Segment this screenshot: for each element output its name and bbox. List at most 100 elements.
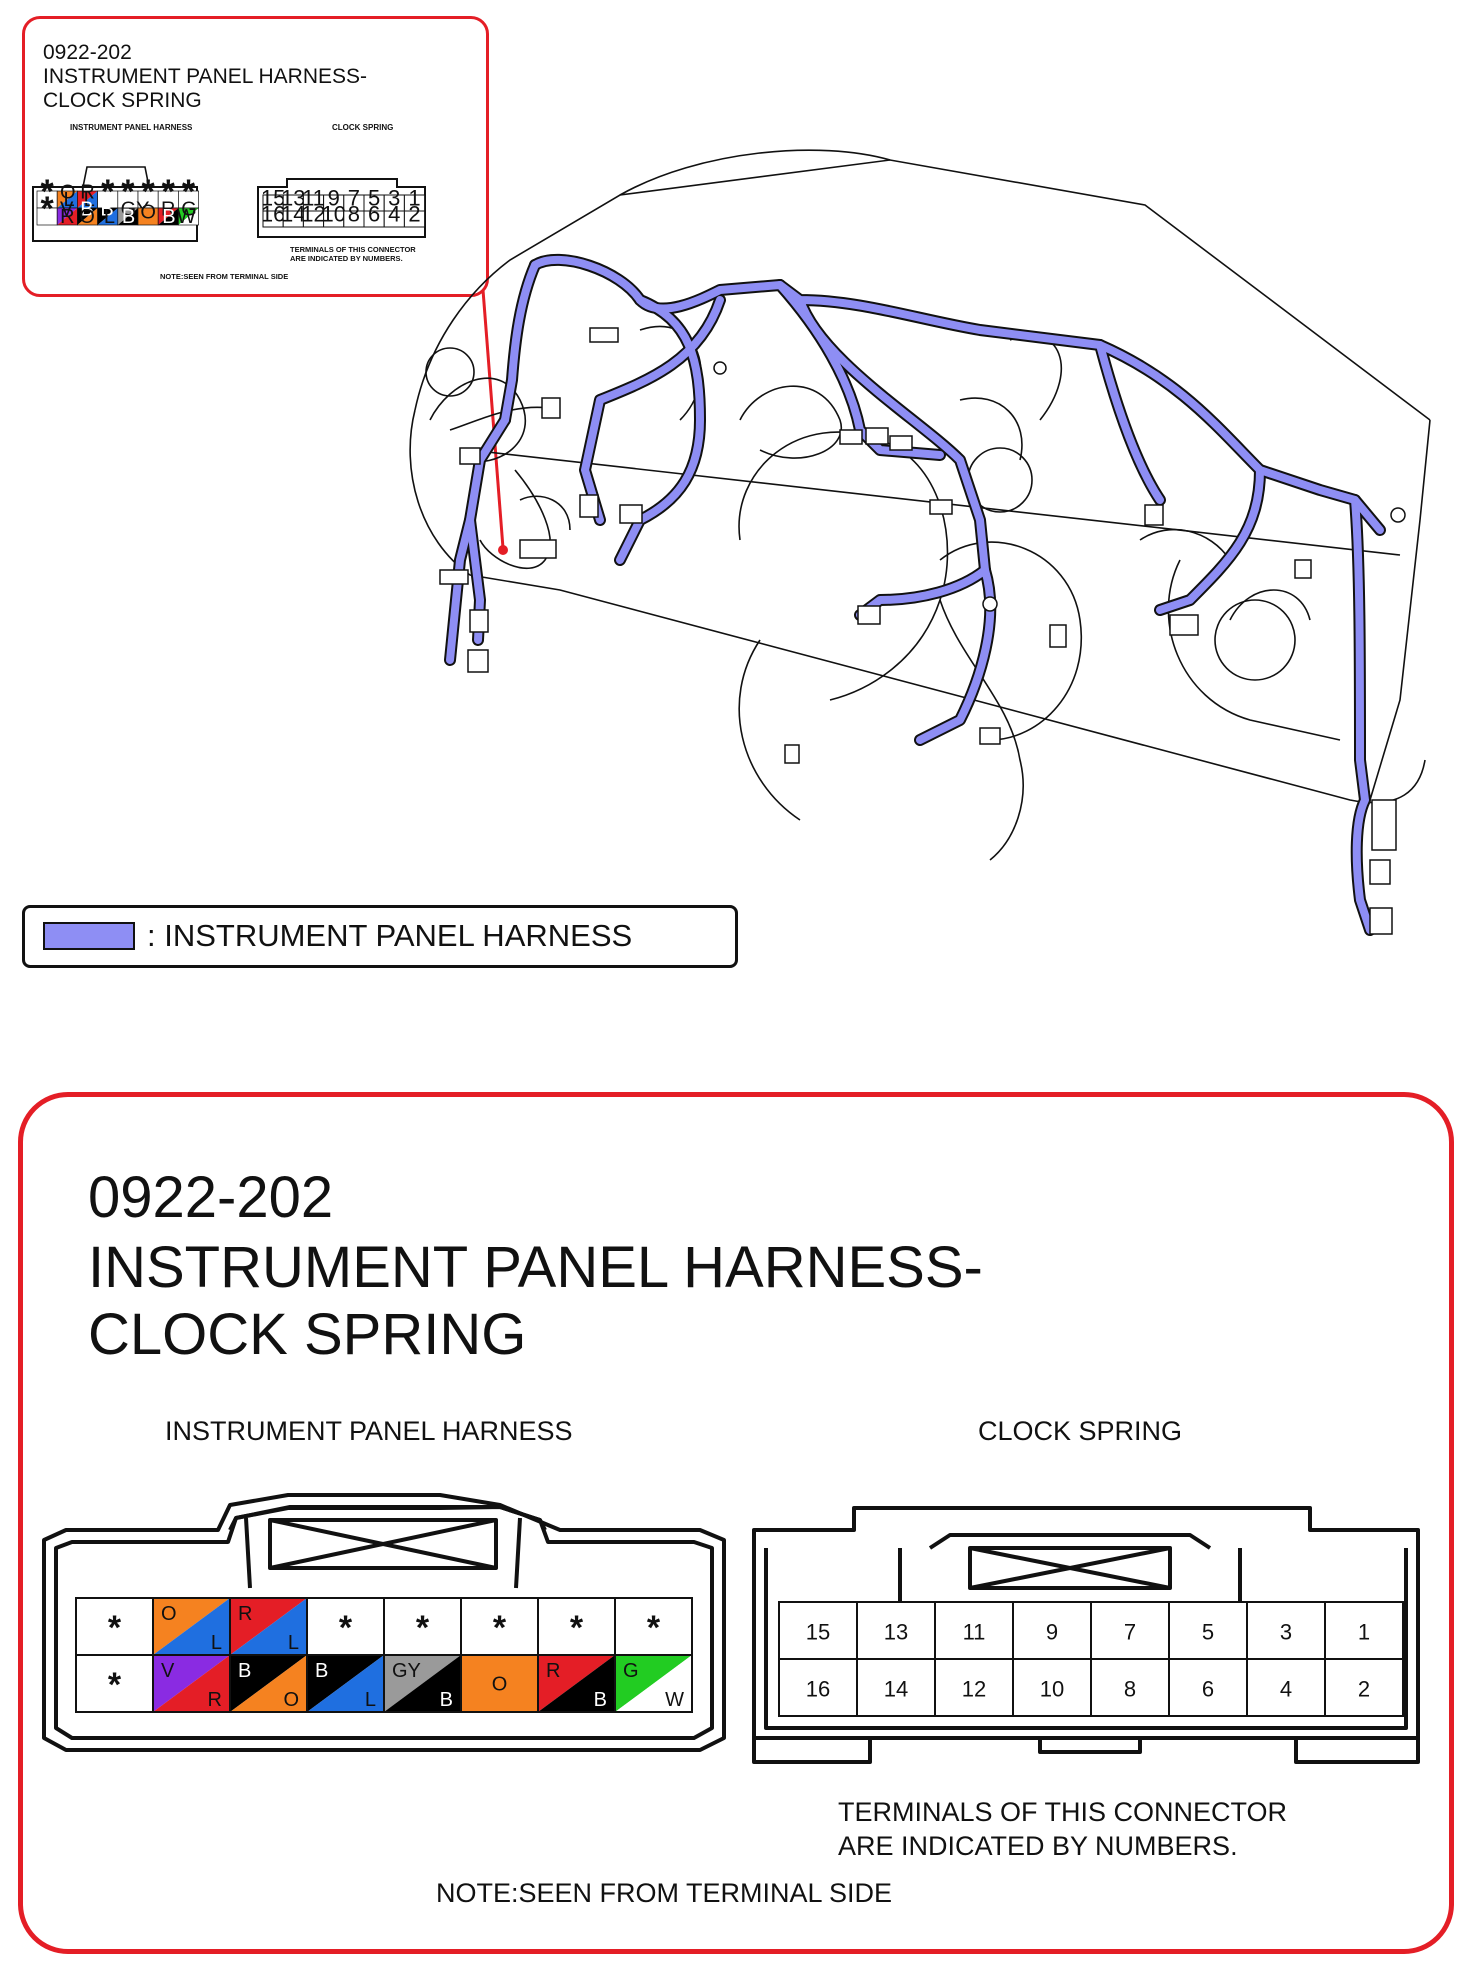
svg-text:*: * xyxy=(570,1609,584,1647)
clock-pin-6: 6 xyxy=(363,202,385,228)
harness-pin-r2-c8: GW xyxy=(177,199,199,228)
svg-text:O: O xyxy=(140,202,156,224)
svg-text:11: 11 xyxy=(963,1620,986,1645)
harness-pin-r2-c7: RB xyxy=(537,1654,616,1713)
svg-text:L: L xyxy=(84,189,95,211)
callout-seen-note: NOTE:SEEN FROM TERMINAL SIDE xyxy=(160,272,289,281)
svg-text:*: * xyxy=(493,1609,507,1647)
connector-blocks xyxy=(439,327,1406,935)
detail-terminals-note-1: TERMINALS OF THIS CONNECTOR xyxy=(838,1797,1288,1827)
svg-text:O: O xyxy=(283,1689,299,1711)
callout-terminals-note-1: TERMINALS OF THIS CONNECTOR xyxy=(290,245,416,254)
harness-pin-r1-c4: * xyxy=(306,1597,385,1656)
svg-text:G: G xyxy=(181,199,197,221)
svg-text:V: V xyxy=(161,1660,175,1682)
callout-terminals-note-2: ARE INDICATED BY NUMBERS. xyxy=(290,254,403,263)
svg-text:O: O xyxy=(60,182,76,204)
svg-text:B: B xyxy=(440,1689,453,1711)
clock-pin-6: 6 xyxy=(1168,1658,1248,1717)
clock-pin-15: 15 xyxy=(261,186,285,212)
svg-text:R: R xyxy=(546,1660,560,1682)
clock-pin-13: 13 xyxy=(856,1601,936,1660)
harness-pin-r2-c2: VR xyxy=(56,199,78,228)
svg-text:B: B xyxy=(315,1660,328,1682)
svg-text:5: 5 xyxy=(1202,1620,1214,1645)
harness-pin-r2-c4: BL xyxy=(306,1654,385,1713)
callout-title-line2: CLOCK SPRING xyxy=(43,89,202,112)
clock-pin-16: 16 xyxy=(261,202,285,228)
svg-text:2: 2 xyxy=(1358,1677,1370,1702)
harness-pin-r1-c2: OL xyxy=(56,182,78,211)
harness-pin-r1-c5: * xyxy=(117,173,139,211)
svg-text:*: * xyxy=(162,173,176,211)
svg-text:15: 15 xyxy=(261,186,285,211)
legend-box: : INSTRUMENT PANEL HARNESS xyxy=(22,905,738,968)
svg-text:V: V xyxy=(60,199,74,221)
harness-pin-r2-c8: GW xyxy=(614,1654,693,1713)
dash-outline xyxy=(409,149,1431,861)
svg-text:B: B xyxy=(162,206,175,228)
legend-swatch xyxy=(43,922,135,950)
svg-text:9: 9 xyxy=(1046,1620,1058,1645)
svg-text:14: 14 xyxy=(281,202,305,227)
detail-title-line1: INSTRUMENT PANEL HARNESS- xyxy=(88,1235,983,1300)
harness-pin-r1-c1: * xyxy=(36,173,58,211)
svg-text:*: * xyxy=(40,190,54,228)
svg-text:B: B xyxy=(100,199,113,221)
svg-text:W: W xyxy=(177,206,196,228)
svg-text:R: R xyxy=(60,206,74,228)
leader-line xyxy=(481,289,505,549)
clock-pin-5: 5 xyxy=(363,186,385,212)
callout-title-line1: INSTRUMENT PANEL HARNESS- xyxy=(43,65,367,88)
clock-pin-10: 10 xyxy=(1012,1658,1092,1717)
svg-text:16: 16 xyxy=(261,202,285,227)
svg-text:L: L xyxy=(211,1632,222,1654)
legend-text: : INSTRUMENT PANEL HARNESS xyxy=(147,918,633,953)
clock-pin-12: 12 xyxy=(934,1658,1014,1717)
harness-pin-r2-c3: BO xyxy=(229,1654,308,1713)
svg-text:*: * xyxy=(40,173,54,211)
connector-marker xyxy=(498,545,508,555)
svg-text:O: O xyxy=(79,206,95,228)
svg-text:L: L xyxy=(63,189,74,211)
svg-text:L: L xyxy=(104,206,115,228)
svg-text:8: 8 xyxy=(348,202,360,227)
harness-pin-r2-c7: RB xyxy=(157,199,179,228)
svg-text:*: * xyxy=(182,173,196,211)
clock-pin-2: 2 xyxy=(403,202,426,228)
svg-text:10: 10 xyxy=(1040,1677,1064,1702)
harness-pin-r1-c2: OL xyxy=(152,1597,231,1656)
svg-text:12: 12 xyxy=(301,202,325,227)
dashboard-illustration xyxy=(409,149,1431,936)
clock-pin-10: 10 xyxy=(321,202,346,228)
detail-code: 0922-202 xyxy=(88,1165,334,1230)
svg-text:R: R xyxy=(208,1689,222,1711)
callout-code: 0922-202 xyxy=(43,41,132,64)
svg-text:14: 14 xyxy=(884,1677,908,1702)
harness-pin-r1-c3: RL xyxy=(229,1597,308,1656)
svg-text:10: 10 xyxy=(321,202,345,227)
svg-text:B: B xyxy=(238,1660,251,1682)
svg-text:*: * xyxy=(108,1666,122,1704)
clock-pin-11: 11 xyxy=(302,186,325,212)
harness-pin-r2-c2: VR xyxy=(152,1654,231,1713)
clock-pin-2: 2 xyxy=(1324,1658,1404,1717)
svg-text:3: 3 xyxy=(1280,1620,1292,1645)
svg-text:8: 8 xyxy=(1124,1677,1136,1702)
svg-text:B: B xyxy=(122,206,135,228)
svg-text:11: 11 xyxy=(302,186,325,211)
svg-text:13: 13 xyxy=(281,186,305,211)
svg-text:12: 12 xyxy=(962,1677,986,1702)
svg-text:G: G xyxy=(623,1660,639,1682)
detail-box xyxy=(18,1092,1454,1954)
svg-text:B: B xyxy=(594,1689,607,1711)
svg-text:5: 5 xyxy=(368,186,380,211)
svg-text:2: 2 xyxy=(408,202,420,227)
svg-text:GY: GY xyxy=(392,1660,421,1682)
detail-clock-label: CLOCK SPRING xyxy=(978,1416,1183,1446)
svg-text:O: O xyxy=(161,1603,177,1625)
harness-pin-r2-c6: O xyxy=(137,202,159,226)
